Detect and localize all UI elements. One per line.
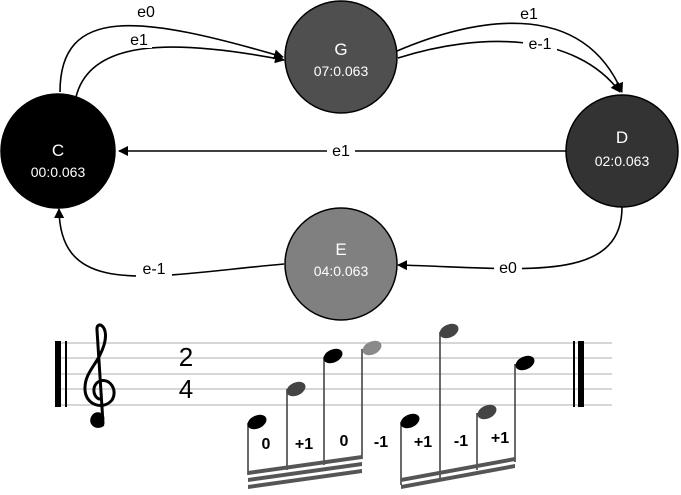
interval-label: +1 bbox=[295, 436, 313, 453]
edge-labels: e0 e1 e1 e-1 e1 e0 e-1 bbox=[126, 3, 557, 278]
edge-label-e-c-em1: e-1 bbox=[142, 261, 165, 278]
treble-clef-icon bbox=[83, 323, 116, 428]
note-head bbox=[400, 413, 420, 429]
time-signature-bottom: 4 bbox=[179, 374, 193, 404]
edge-label-c-g-e0: e0 bbox=[137, 4, 155, 21]
music-staff: 2 4 bbox=[55, 323, 612, 489]
node-e-value: 04:0.063 bbox=[314, 263, 369, 279]
interval-label: +1 bbox=[414, 434, 432, 451]
start-barline bbox=[55, 341, 67, 407]
node-d-circle bbox=[565, 94, 679, 208]
edge-c-g-e0 bbox=[59, 24, 284, 93]
node-c-name: C bbox=[52, 141, 64, 160]
note-head bbox=[286, 381, 306, 397]
interval-labels: 0 +1 0 -1 +1 -1 +1 bbox=[262, 430, 510, 453]
edge-d-e-e0 bbox=[397, 206, 623, 271]
node-d-name: D bbox=[616, 128, 628, 147]
end-barline bbox=[573, 341, 584, 407]
node-c-value: 00:0.063 bbox=[31, 164, 86, 180]
node-g-value: 07:0.063 bbox=[314, 63, 369, 79]
edge-label-g-d-e1: e1 bbox=[520, 6, 538, 23]
node-e-circle bbox=[284, 207, 398, 321]
edge-g-d-em1 bbox=[397, 40, 621, 93]
node-c: C 00:0.063 bbox=[0, 93, 116, 209]
edge-label-g-d-em1: e-1 bbox=[528, 36, 551, 53]
node-c-circle bbox=[0, 93, 116, 209]
interval-label: 0 bbox=[262, 436, 271, 453]
time-signature-top: 2 bbox=[179, 342, 193, 372]
interval-label: 0 bbox=[340, 433, 349, 450]
note-group-1 bbox=[247, 340, 382, 489]
node-d-value: 02:0.063 bbox=[595, 153, 650, 169]
node-g-name: G bbox=[334, 40, 347, 59]
interval-label: -1 bbox=[454, 433, 468, 450]
node-e-name: E bbox=[335, 240, 346, 259]
node-g: G 07:0.063 bbox=[284, 0, 398, 114]
node-e: E 04:0.063 bbox=[284, 207, 398, 321]
edge-label-d-e-e0: e0 bbox=[499, 260, 517, 277]
note-group-2 bbox=[400, 323, 535, 489]
edge-c-g-e1 bbox=[75, 46, 285, 98]
note-head bbox=[362, 340, 382, 356]
note-head bbox=[477, 404, 497, 420]
note-head bbox=[515, 355, 535, 371]
note-head bbox=[439, 323, 459, 339]
edge-label-c-g-e1: e1 bbox=[130, 32, 148, 49]
interval-label: +1 bbox=[491, 430, 509, 447]
node-d: D 02:0.063 bbox=[565, 94, 679, 208]
edge-g-d-e1 bbox=[396, 22, 624, 93]
note-head bbox=[323, 348, 343, 364]
interval-label: -1 bbox=[374, 434, 388, 451]
node-g-circle bbox=[284, 0, 398, 114]
edge-e-c-em1 bbox=[54, 208, 285, 277]
edge-label-d-c-e1: e1 bbox=[332, 143, 350, 160]
note-head bbox=[247, 414, 267, 430]
